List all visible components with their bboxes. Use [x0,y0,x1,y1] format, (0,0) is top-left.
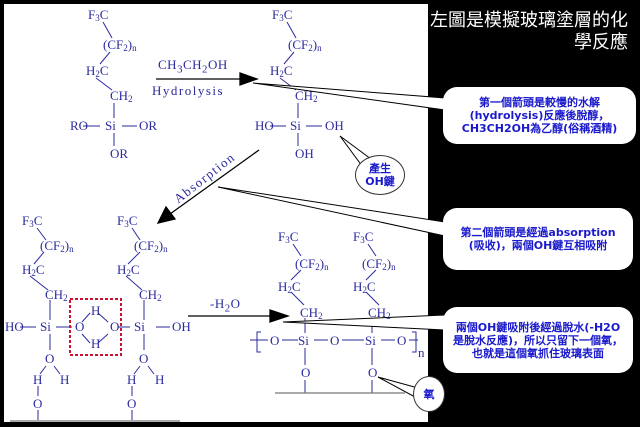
callout-absorption: 第二個箭頭是經過absorption (吸收)，兩個OH鍵互相吸附 [443,208,633,270]
reagent-label: CH3CH2OH [158,57,228,76]
f3c-label: F3C [272,7,293,23]
callout-oxygen: 氧 [413,376,445,412]
ch2-label: CH2 [368,305,391,321]
highlight-box [69,298,122,356]
h-label: H [155,372,165,387]
si-label: Si [298,333,309,348]
h-label: H [127,372,137,387]
h2c-label: H2C [278,279,301,295]
or-label: OR [110,146,129,161]
or-label: OR [139,118,158,133]
oh-label: OH [172,319,191,334]
f3c-label: F3C [22,213,43,229]
cf2n-label: (CF2)n [134,238,168,254]
dehydration-label: -H2O [210,296,241,315]
callout-oh-bond: 產生OH鍵 [355,155,405,195]
o-label: O [45,351,55,366]
callout-dehydration: 兩個OH鍵吸附後經過脫水(-H2O是脫水反應)，所以只留下一個氧，也就是這個氧抓… [443,307,633,373]
ch2-label: CH2 [300,305,323,321]
h2c-label: H2C [270,63,293,79]
o-label: O [33,396,43,411]
f3c-label: F3C [278,229,299,245]
cf2n-label: (CF2)n [295,256,329,272]
h-label: H [60,372,70,387]
h2c-label: H2C [117,262,140,278]
si-label: Si [105,118,116,133]
o-label: O [330,333,340,348]
cf2n-label: (CF2)n [288,37,322,53]
n-subscript: n [418,345,425,360]
f3c-label: F3C [353,229,374,245]
si-label: Si [134,319,145,334]
ch2-label: CH2 [110,88,133,104]
h-label: H [33,372,43,387]
si-label: Si [290,118,301,133]
ho-label: HO [255,118,274,133]
h-label: H [91,336,101,351]
si-label: Si [365,333,376,348]
o-label: O [397,333,407,348]
oh-label: OH [325,118,344,133]
h2c-label: H2C [22,262,45,278]
h2c-label: H2C [86,63,109,79]
oh-label: OH [295,146,314,161]
o-label: O [139,351,149,366]
hydrolysis-label: Hydrolysis [152,83,225,98]
o-label: O [110,319,120,334]
o-label: O [301,365,311,380]
si-label: Si [40,319,51,334]
cf2n-label: (CF2)n [103,37,137,53]
ro-label: RO [70,118,89,133]
h-label: H [91,303,101,318]
o-label: O [368,365,378,380]
o-label: O [270,333,280,348]
o-label: O [75,319,85,334]
h2c-label: H2C [353,279,376,295]
slide-title: 左圖是模擬玻璃塗層的化學反應 [430,10,628,53]
ch2-label: CH2 [139,287,162,303]
f3c-label: F3C [117,213,138,229]
ch2-label: CH2 [295,88,318,104]
o-label: O [127,396,137,411]
ch2-label: CH2 [45,287,68,303]
cf2n-label: (CF2)n [362,256,396,272]
ho-label: HO [5,319,24,334]
callout-hydrolysis: 第一個箭頭是較慢的水解(hydrolysis)反應後脫醇，CH3CH2OH為乙醇… [443,87,636,144]
cf2n-label: (CF2)n [40,238,74,254]
f3c-label: F3C [88,7,109,23]
